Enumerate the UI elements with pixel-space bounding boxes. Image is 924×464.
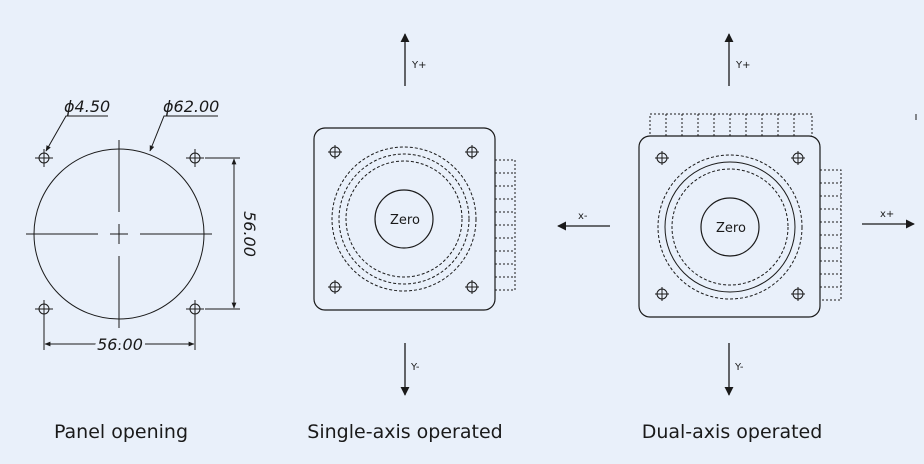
- single-axis-drawing: [313, 33, 516, 396]
- x-axis-arrows: [557, 219, 915, 231]
- dual-y-minus-label: Y-: [734, 362, 744, 373]
- dual-side-connector: [819, 169, 842, 301]
- panel-hole-bl: [35, 300, 53, 318]
- single-hole-tl: [328, 145, 342, 159]
- single-zero-knob: [374, 189, 434, 249]
- panel-hole-tl: [35, 149, 53, 167]
- single-y-plus-label: Y+: [411, 60, 427, 71]
- single-hole-bl: [328, 280, 342, 294]
- single-y-minus-label: Y-: [410, 362, 420, 373]
- single-hole-br: [465, 280, 479, 294]
- hole-dia-leader: [45, 115, 108, 152]
- panel-hole-br: [186, 300, 204, 318]
- dual-zero-knob: [700, 197, 760, 257]
- horizontal-dim-label: 56.00: [97, 335, 143, 354]
- single-hole-tr: [465, 145, 479, 159]
- x-minus-label: x-: [578, 211, 588, 222]
- dual-zero-label: Zero: [716, 221, 746, 236]
- dual-hole-tl: [655, 151, 669, 165]
- panel-opening-drawing: [26, 115, 240, 350]
- hole-dia-label: ϕ4.50: [64, 97, 110, 116]
- dual-top-connector: [649, 113, 813, 137]
- dual-rings: [657, 154, 803, 300]
- single-zero-label: Zero: [390, 213, 420, 228]
- opening-dia-label: ϕ62.00: [163, 97, 219, 116]
- x-plus-label: x+: [880, 209, 894, 220]
- single-rings: [331, 146, 477, 292]
- single-axis-caption: Single-axis operated: [307, 421, 502, 443]
- panel-hole-tr: [186, 149, 204, 167]
- dual-hole-tr: [791, 151, 805, 165]
- panel-opening-caption: Panel opening: [54, 421, 188, 443]
- dual-hole-bl: [655, 287, 669, 301]
- opening-dia-leader: [149, 115, 218, 152]
- dual-axis-caption: Dual-axis operated: [642, 421, 823, 443]
- dual-hole-br: [791, 287, 805, 301]
- vertical-dim-label: 56.00: [240, 211, 259, 257]
- dual-y-plus-label: Y+: [735, 60, 751, 71]
- dual-axis-drawing: [638, 33, 842, 396]
- single-side-connector: [494, 159, 516, 291]
